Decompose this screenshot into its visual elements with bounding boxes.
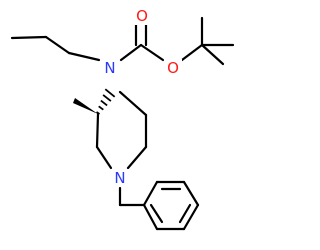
bond-ring-c6-n bbox=[126, 145, 148, 170]
bond-benzene-6 bbox=[142, 203, 159, 231]
bond-ring-c2-c3 bbox=[95, 112, 100, 149]
bond-propyl-1 bbox=[67, 51, 101, 62]
bond-propyl-3 bbox=[10, 35, 48, 40]
bond-benzene-3 bbox=[182, 180, 200, 207]
structure-diagram: N O O N bbox=[10, 7, 235, 231]
bond-n-carbonyl bbox=[119, 43, 143, 62]
bond-tbu-methyl-3 bbox=[200, 43, 225, 66]
n-carbamate-bg bbox=[101, 59, 119, 77]
bond-ring-c4-c5 bbox=[118, 90, 148, 117]
atom-o-ester: O bbox=[167, 59, 179, 77]
o-ester-bg bbox=[164, 59, 182, 77]
molecule-canvas: N O O N bbox=[10, 7, 235, 231]
bond-benzene-4 bbox=[182, 203, 200, 231]
bond-propyl-2 bbox=[44, 35, 71, 55]
skeleton-bonds bbox=[10, 16, 235, 231]
bond-carbonyl-ester bbox=[139, 43, 165, 62]
atom-o-carbonyl: O bbox=[136, 7, 148, 25]
bond-ring-n-c2 bbox=[95, 145, 113, 170]
bond-benzene-inner-3 bbox=[149, 203, 164, 224]
atom-n-ring: N bbox=[114, 169, 125, 187]
hash-bond-n-carbamate bbox=[96, 88, 116, 115]
o-carbonyl-bg bbox=[133, 7, 151, 25]
wedge-bond-methyl bbox=[73, 98, 98, 114]
bond-benzene-1 bbox=[142, 180, 159, 207]
bond-ester-tbu bbox=[180, 43, 204, 62]
n-ring-bg bbox=[111, 169, 129, 187]
atom-n-carbamate: N bbox=[104, 59, 115, 77]
bond-benzene-inner-2 bbox=[178, 203, 192, 224]
